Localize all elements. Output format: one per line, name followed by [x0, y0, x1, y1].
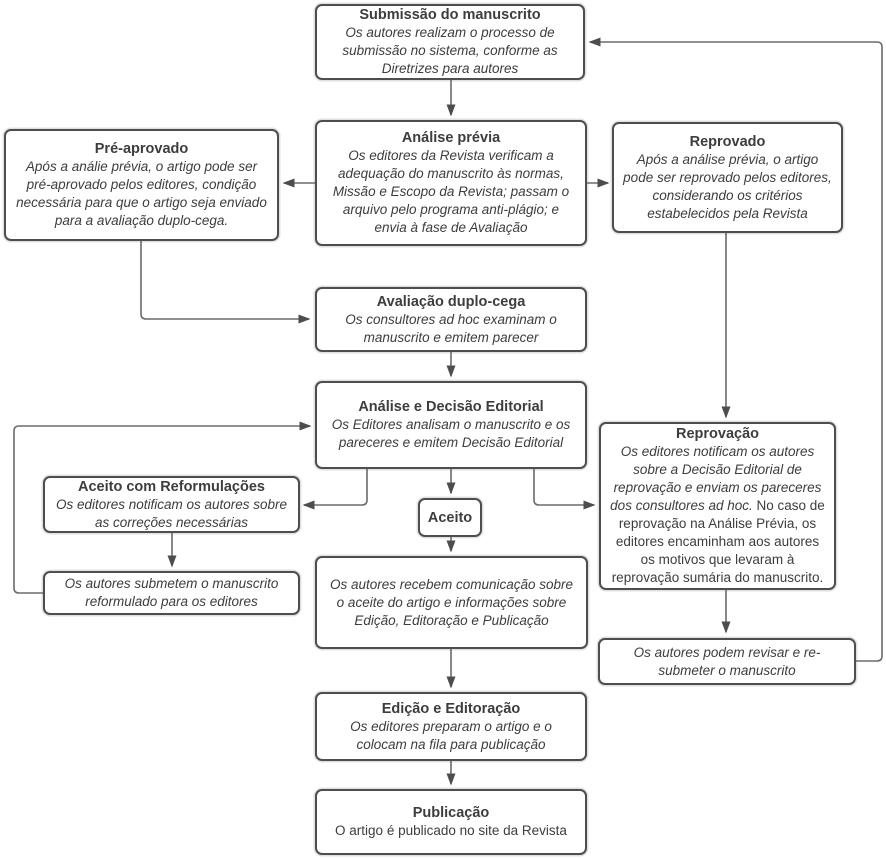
node-title: Publicação — [412, 805, 490, 821]
node-aceito-com-reformulacoes: Aceito com Reformulações Os editores not… — [43, 476, 300, 533]
node-body: Os editores da Revista verificam a adequ… — [332, 148, 570, 235]
node-reprovacao: Reprovação Os editores notificam os auto… — [599, 422, 836, 590]
node-analise-decisao-editorial: Análise e Decisão Editorial Os Editores … — [315, 381, 587, 469]
node-revisar-resubmeter: Os autores podem revisar e re-submeter o… — [598, 638, 856, 685]
node-body: Após a análie prévia, o artigo pode ser … — [16, 159, 267, 228]
node-body: O artigo é publicado no site da Revista — [335, 823, 567, 838]
arrow-analise-decisao-to-aceito-reformulacoes — [302, 469, 368, 510]
node-publicacao: Publicação O artigo é publicado no site … — [315, 789, 587, 855]
node-body: Os autores realizam o processo de submis… — [342, 25, 558, 76]
node-recebem-comunicacao: Os autores recebem comunicação sobre o a… — [315, 556, 588, 649]
node-avaliacao-duplo-cega: Avaliação duplo-cega Os consultores ad h… — [315, 287, 587, 352]
node-body: Os editores notificam os autores sobre a… — [609, 443, 826, 587]
node-body: Os Editores analisam o manuscrito e os p… — [331, 417, 571, 450]
node-analise-previa: Análise prévia Os editores da Revista ve… — [315, 120, 587, 246]
node-title: Pré-aprovado — [94, 141, 189, 157]
node-title: Reprovado — [689, 133, 766, 150]
node-title: Submissão do manuscrito — [359, 7, 541, 23]
node-body: Após a análise prévia, o artigo pode ser… — [623, 151, 832, 221]
node-submetem-reformulado: Os autores submetem o manuscrito reformu… — [43, 571, 300, 615]
node-title: Análise e Decisão Editorial — [358, 399, 544, 415]
node-title: Aceito — [427, 509, 473, 526]
node-edicao-editoracao: Edição e Editoração Os editores preparam… — [315, 692, 587, 761]
node-submissao-manuscrito: Submissão do manuscrito Os autores reali… — [315, 4, 585, 80]
node-title: Análise prévia — [401, 130, 501, 146]
node-title: Edição e Editoração — [381, 700, 521, 717]
node-title: Aceito com Reformulações — [78, 478, 265, 495]
node-title: Reprovação — [675, 426, 759, 442]
node-body: Os editores notificam os autores sobre a… — [55, 496, 288, 530]
node-body-italic: Os editores notificam os autores sobre a… — [610, 444, 822, 513]
node-body: Os autores podem revisar e re-submeter o… — [633, 644, 821, 678]
node-body: Os autores submetem o manuscrito reformu… — [64, 576, 279, 609]
node-body: Os consultores ad hoc examinam o manuscr… — [345, 311, 557, 345]
arrow-pre-aprovado-to-avaliacao — [140, 241, 311, 324]
arrow-analise-decisao-to-reprovacao — [533, 469, 596, 510]
node-body-regular: No caso de reprovação na Análise Prévia,… — [611, 498, 825, 585]
node-reprovado: Reprovado Após a análise prévia, o artig… — [612, 122, 843, 233]
node-body: Os autores recebem comunicação sobre o a… — [329, 576, 574, 628]
node-pre-aprovado: Pré-aprovado Após a análie prévia, o art… — [4, 129, 279, 241]
node-aceito: Aceito — [418, 498, 482, 537]
node-body: Os editores preparam o artigo e o coloca… — [350, 718, 552, 752]
node-title: Avaliação duplo-cega — [376, 293, 526, 310]
